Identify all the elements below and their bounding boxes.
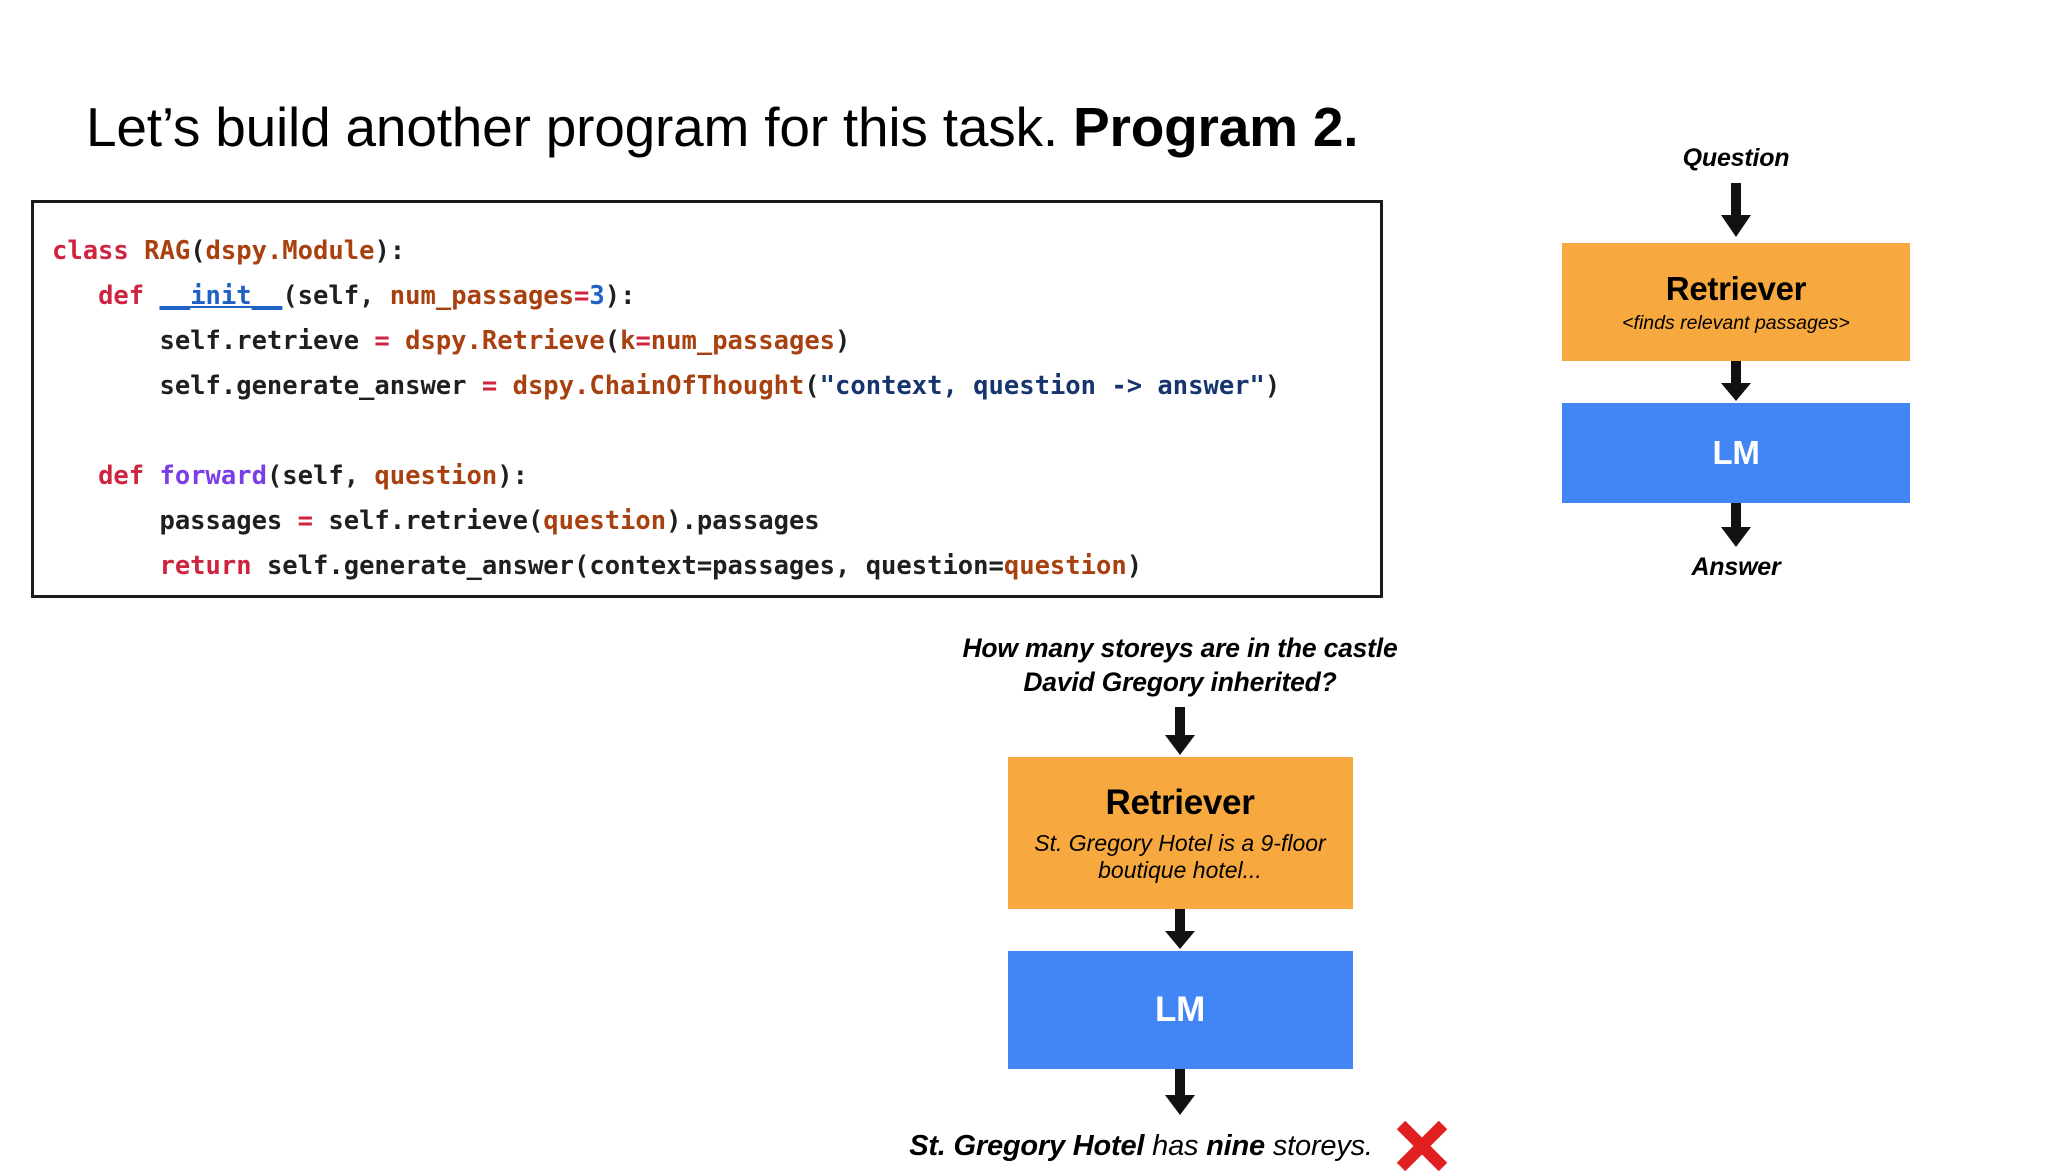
code-punct: ) (1126, 551, 1143, 581)
code-keyword-return: return (159, 551, 252, 581)
node-retriever-subtitle-line1: St. Gregory Hotel is a 9-floor (1034, 829, 1326, 856)
code-function-forward: forward (159, 461, 267, 491)
flow-input-question: How many storeys are in the castle David… (962, 632, 1397, 699)
node-lm-title: LM (1712, 434, 1760, 471)
arrow-down-icon (1721, 503, 1751, 547)
code-arg-question: question (1003, 551, 1127, 581)
code-block: class RAG(dspy.Module): def __init__(sel… (31, 200, 1383, 598)
code-keyword-def-forward: def (98, 461, 145, 491)
code-punct: ): (374, 236, 406, 266)
code-var-passages: passages (159, 506, 298, 536)
page-title-emphasis: Program 2. (1073, 95, 1359, 158)
page-title: Let’s build another program for this tas… (86, 95, 1359, 158)
code-punct: ): (604, 281, 636, 311)
answer-tail: storeys. (1265, 1129, 1373, 1162)
code-snippet: class RAG(dspy.Module): def __init__(sel… (52, 229, 1380, 589)
code-op-eq: = (635, 326, 651, 356)
code-attr-retrieve: self.retrieve (159, 326, 375, 356)
answer-subject: St. Gregory Hotel (909, 1129, 1145, 1162)
code-punct: ): (497, 461, 528, 491)
code-punct: ) (835, 326, 851, 356)
code-call-dspy-retrieve: dspy.Retrieve (405, 326, 605, 356)
flow-input-question-line1: How many storeys are in the castle (962, 633, 1398, 663)
code-op-assign: = (297, 506, 313, 536)
node-retriever-subtitle-line2: boutique hotel... (1098, 856, 1262, 883)
node-retriever-subtitle: St. Gregory Hotel is a 9-floor boutique … (1034, 830, 1325, 884)
node-retriever: Retriever <finds relevant passages> (1562, 243, 1910, 361)
arrow-down-icon (1165, 707, 1195, 756)
code-punct: ) (1264, 371, 1281, 401)
node-retriever-title: Retriever (1105, 782, 1255, 822)
flow-output-label: Answer (1691, 553, 1781, 581)
node-lm-title: LM (1155, 990, 1205, 1030)
flow-output-answer-text: St. Gregory Hotel has nine storeys. (909, 1130, 1373, 1163)
code-op-assign: = (374, 326, 390, 356)
node-retriever: Retriever St. Gregory Hotel is a 9-floor… (1007, 757, 1353, 910)
node-lm: LM (1007, 951, 1353, 1070)
code-params-self: (self, (282, 281, 390, 311)
code-number-3: 3 (589, 281, 605, 311)
code-dunder-init: __init__ (159, 281, 283, 311)
node-retriever-title: Retriever (1665, 269, 1807, 307)
flow-output-answer-row: St. Gregory Hotel has nine storeys. (909, 1117, 1451, 1175)
answer-value: nine (1206, 1129, 1265, 1162)
rag-flow-diagram-example: How many storeys are in the castle David… (900, 632, 1460, 1175)
arrow-down-icon (1721, 361, 1751, 401)
node-retriever-subtitle: <finds relevant passages> (1622, 311, 1850, 334)
code-base-class: dspy.Module (205, 236, 375, 266)
code-kwarg-k: k (620, 326, 636, 356)
code-kwarg-value-num-passages: num_passages (650, 326, 836, 356)
code-call-chain-of-thought: dspy.ChainOfThought (512, 371, 805, 401)
flow-input-label: Question (1682, 144, 1790, 172)
code-keyword-class: class (52, 236, 129, 266)
code-punct: ( (604, 326, 621, 356)
code-param-question: question (374, 461, 498, 491)
code-punct: ( (190, 236, 206, 266)
code-punct: ( (804, 371, 820, 401)
code-attr-generate-answer: self.generate_answer (159, 371, 482, 401)
red-x-icon (1396, 1121, 1448, 1172)
arrow-down-icon (1721, 183, 1751, 237)
node-lm: LM (1562, 403, 1910, 503)
code-call-generate-answer: self.generate_answer(context=passages, q… (266, 551, 1004, 581)
code-params-self: (self, (266, 461, 375, 491)
code-call-self-retrieve: self.retrieve( (328, 506, 544, 536)
code-arg-question: question (543, 506, 667, 536)
arrow-down-icon (1165, 909, 1195, 950)
code-param-num-passages: num_passages (389, 281, 575, 311)
flow-input-question-line2: David Gregory inherited? (1023, 666, 1337, 697)
answer-middle: has (1144, 1129, 1207, 1162)
page-title-normal: Let’s build another program for this tas… (86, 95, 1074, 158)
code-punct: ).passages (666, 506, 820, 536)
arrow-down-icon (1165, 1069, 1195, 1116)
code-op-eq: = (574, 281, 590, 311)
code-op-assign: = (481, 371, 498, 401)
rag-flow-diagram-abstract: Question Retriever <finds relevant passa… (1556, 144, 1916, 582)
code-class-name: RAG (144, 236, 191, 266)
code-signature-string: "context, question -> answer" (819, 371, 1265, 401)
code-keyword-def-init: def (98, 281, 145, 311)
